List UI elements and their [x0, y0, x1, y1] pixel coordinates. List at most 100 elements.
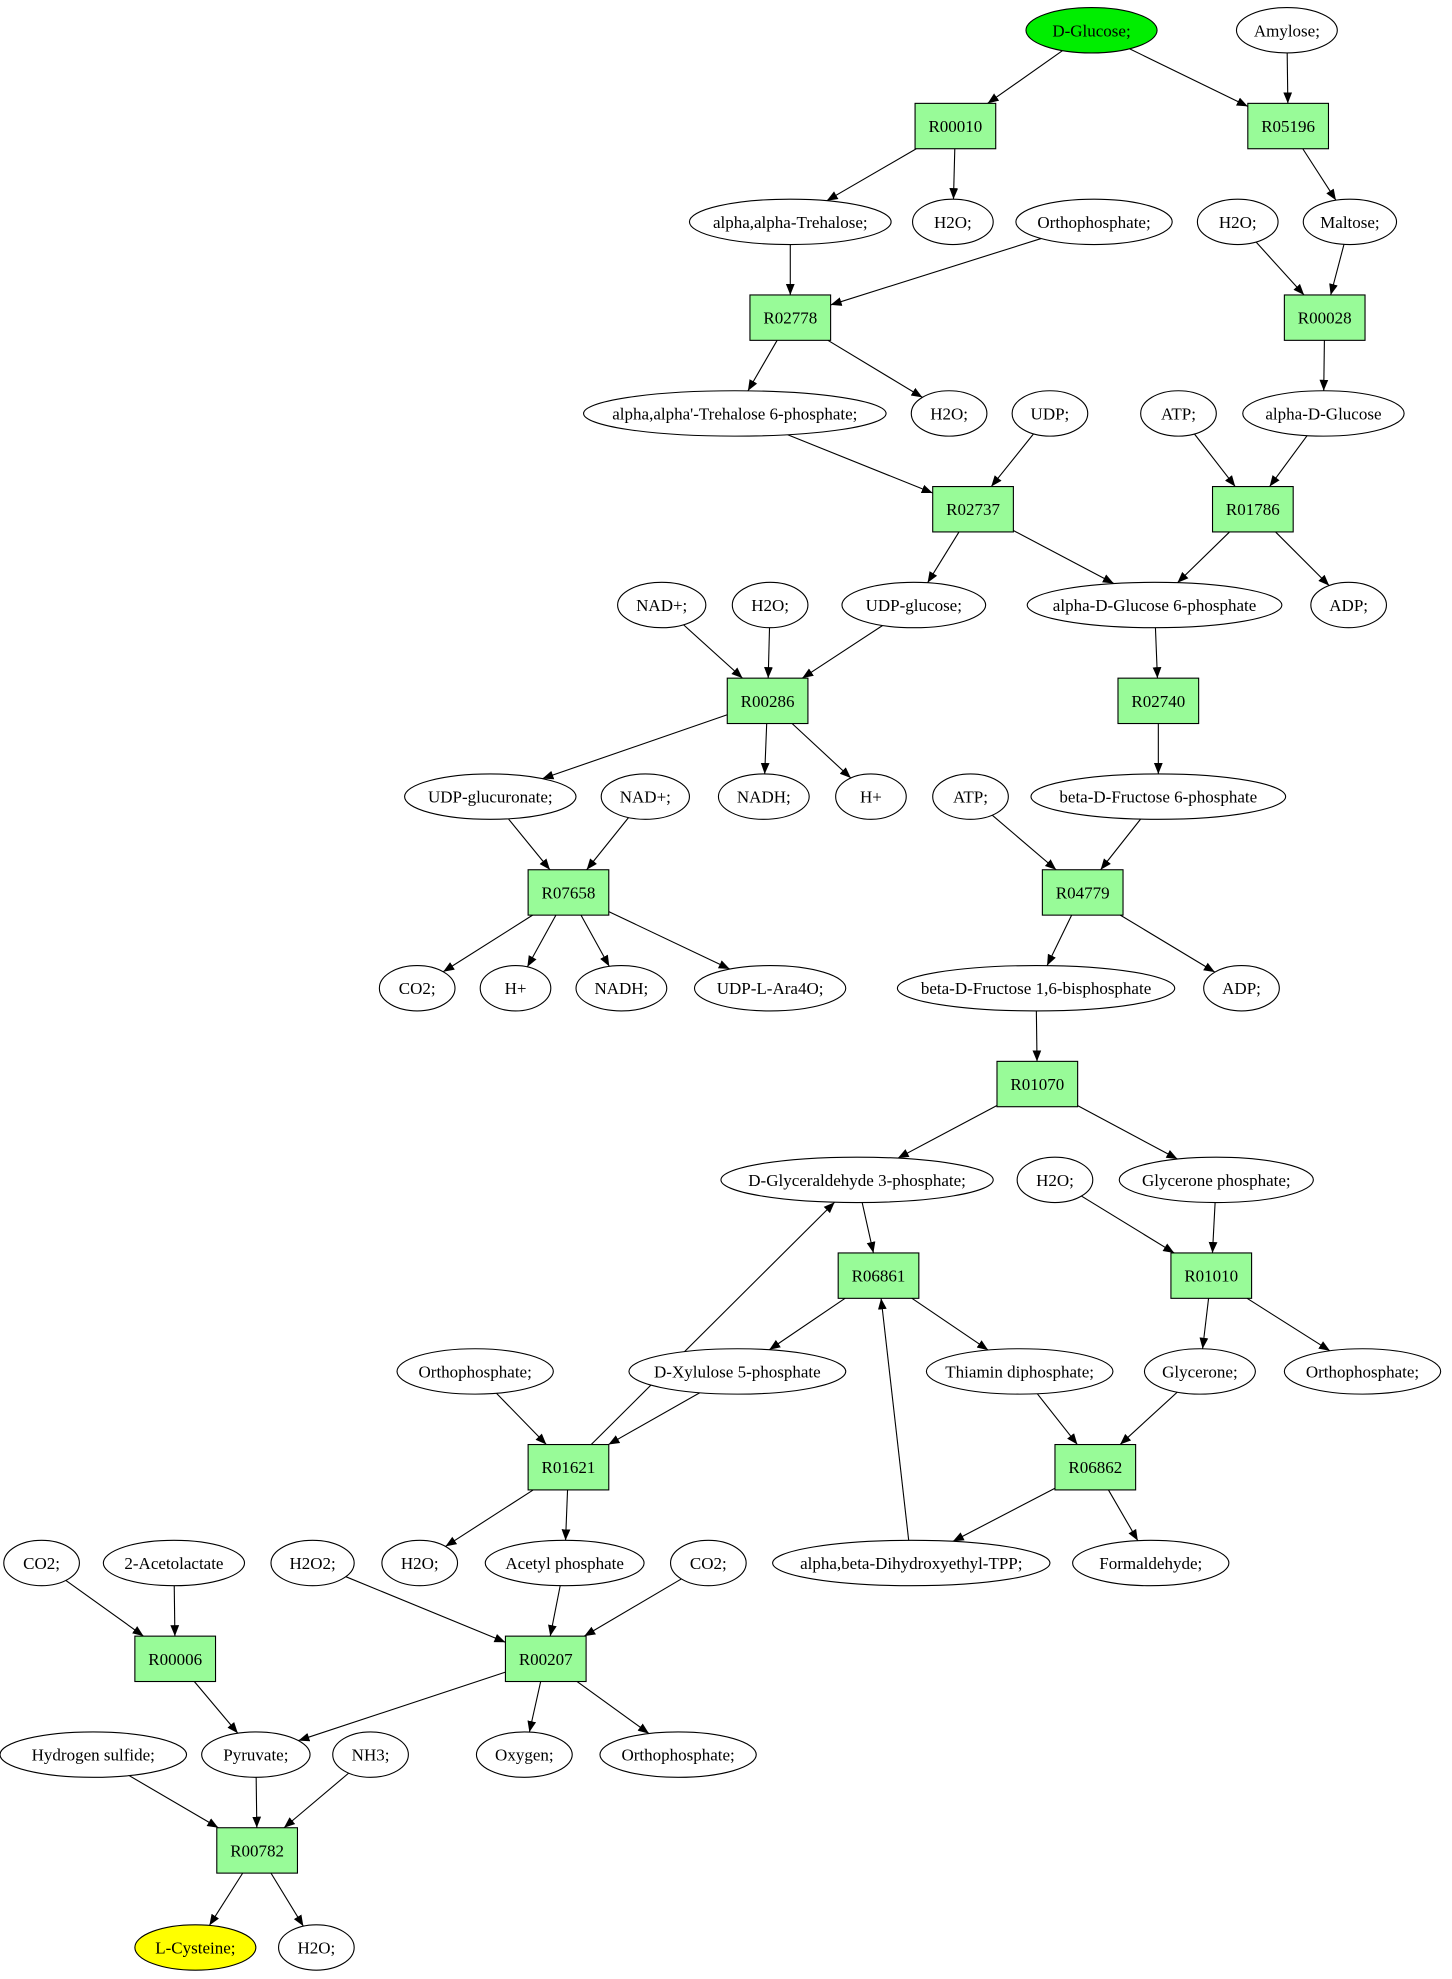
edge-r04779-to-fbp: [1046, 914, 1073, 966]
edge-udpg-to-r00286: [801, 625, 883, 679]
compound-ellipse: [1026, 581, 1283, 629]
edge-r07658-to-hp_b: [526, 914, 557, 968]
compound-node-nad: NAD+;: [617, 581, 707, 629]
node-label: beta-D-Fructose 6-phosphate: [1059, 788, 1257, 807]
edge-r01010-to-glycerone: [1199, 1298, 1210, 1349]
node-label: H2O2;: [289, 1554, 335, 1573]
compound-ellipse: [1015, 198, 1173, 246]
node-label: UDP-glucose;: [866, 596, 962, 615]
compound-ellipse: [628, 1348, 847, 1395]
compound-ellipse: [1143, 1348, 1256, 1395]
reaction-node-r00782: R00782: [216, 1827, 299, 1874]
edge-dglc-to-r05196: [1129, 48, 1249, 107]
edge-r06862-to-dhetpp: [952, 1487, 1056, 1542]
node-label: Hydrogen sulfide;: [32, 1746, 155, 1765]
edge-r01010-to-pi_c: [1246, 1297, 1331, 1352]
edge-dhap-to-r01010: [1208, 1202, 1218, 1253]
compound-node-2-acetolactate: 2-Acetolactate: [102, 1539, 246, 1587]
edge-r00207-to-pyr: [298, 1671, 506, 1742]
compound-node-h2o: H2O;: [381, 1539, 459, 1587]
edge-h2o_e-to-r01010: [1081, 1195, 1175, 1254]
compound-node-orthophosphate: Orthophosphate;: [1015, 198, 1173, 246]
node-label: R00028: [1298, 309, 1352, 328]
node-label: R06862: [1068, 1458, 1122, 1477]
compound-node-hydrogen-sulfide: Hydrogen sulfide;: [0, 1731, 188, 1778]
node-label: R06861: [852, 1267, 906, 1286]
edge-acl-to-r00006: [170, 1585, 180, 1637]
compound-node-d-xylulose-5-phosphate: D-Xylulose 5-phosphate: [628, 1348, 847, 1395]
node-label: CO2;: [690, 1554, 727, 1573]
edge-adglc-to-r01786: [1269, 435, 1308, 487]
compound-ellipse: [1203, 965, 1280, 1012]
compound-ellipse: [583, 390, 887, 437]
compound-ellipse: [479, 965, 552, 1012]
compound-ellipse: [772, 1539, 1051, 1587]
edge-udp-to-r02737: [990, 433, 1034, 487]
node-label: ATP;: [953, 788, 988, 807]
edges-layer: [65, 48, 1345, 1927]
compound-ellipse: [1118, 1156, 1314, 1204]
edge-co2_c-to-r00207: [583, 1578, 682, 1637]
compound-ellipse: [1235, 7, 1338, 54]
node-label: R05196: [1261, 117, 1315, 136]
node-label: Orthophosphate;: [419, 1362, 532, 1381]
compound-ellipse: [3, 1539, 80, 1587]
edge-r00782-to-h2o_g: [270, 1872, 304, 1927]
edge-co2_b-to-r00006: [65, 1579, 144, 1637]
reaction-node-r05196: R05196: [1247, 102, 1330, 150]
edge-dglc-to-r00010: [987, 50, 1063, 104]
compound-ellipse: [835, 773, 907, 820]
node-label: UDP-glucuronate;: [428, 788, 553, 807]
reaction-box: [216, 1827, 299, 1874]
node-label: Orthophosphate;: [1306, 1362, 1419, 1381]
edge-udpgluc-to-r07658: [507, 818, 551, 871]
compound-ellipse: [600, 773, 690, 820]
reaction-node-r02737: R02737: [932, 486, 1014, 533]
compound-ellipse: [1030, 773, 1287, 820]
reaction-box: [996, 1060, 1079, 1108]
edge-f6p-to-r04779: [1100, 818, 1142, 871]
edge-r06861-to-tpp: [911, 1297, 989, 1351]
compound-ellipse: [731, 581, 809, 629]
node-label: Thiamin diphosphate;: [945, 1362, 1094, 1381]
compound-ellipse: [404, 773, 577, 820]
compound-node-atp: ATP;: [932, 773, 1009, 820]
reaction-box: [914, 102, 997, 150]
edge-r02737-to-udpg: [927, 531, 960, 584]
compound-node-amylose: Amylose;: [1235, 7, 1338, 54]
reaction-node-r00006: R00006: [134, 1635, 217, 1683]
compound-ellipse: [932, 773, 1009, 820]
edge-pi_b-to-r01621: [496, 1392, 547, 1445]
node-label: Amylose;: [1254, 21, 1320, 40]
node-label: L-Cysteine;: [155, 1938, 235, 1957]
edge-r00286-to-udpgluc: [542, 714, 728, 780]
node-label: R00006: [148, 1650, 202, 1669]
compound-node-beta-d-fructose-1-6-bisphosphate: beta-D-Fructose 1,6-bisphosphate: [896, 965, 1176, 1012]
edge-gap-to-r06861: [861, 1202, 876, 1254]
compound-ellipse: [1011, 390, 1089, 437]
node-label: R01786: [1226, 500, 1280, 519]
node-label: R02778: [763, 309, 817, 328]
compound-ellipse: [910, 390, 988, 437]
compound-ellipse: [1016, 1156, 1094, 1204]
node-label: NH3;: [352, 1746, 390, 1765]
compound-ellipse: [599, 1731, 757, 1778]
reaction-box: [527, 1443, 610, 1491]
compound-ellipse: [475, 1731, 573, 1778]
node-label: H2O;: [1036, 1171, 1074, 1190]
compound-ellipse: [484, 1539, 645, 1587]
reaction-node-r00286: R00286: [726, 677, 809, 725]
compound-node-alpha-alpha-trehalose: alpha,alpha-Trehalose;: [688, 198, 892, 246]
node-label: H+: [505, 979, 527, 998]
node-label: ADP;: [1222, 979, 1261, 998]
reaction-box: [504, 1635, 587, 1683]
node-label: H2O;: [401, 1554, 439, 1573]
compound-node-udp-glucuronate: UDP-glucuronate;: [404, 773, 577, 820]
compound-ellipse: [720, 1156, 994, 1204]
node-label: Maltose;: [1320, 213, 1380, 232]
reaction-node-r01786: R01786: [1211, 486, 1294, 533]
compound-ellipse: [278, 1924, 355, 1971]
node-label: R00782: [230, 1841, 284, 1860]
reaction-box: [1247, 102, 1330, 150]
reaction-box: [726, 677, 809, 725]
